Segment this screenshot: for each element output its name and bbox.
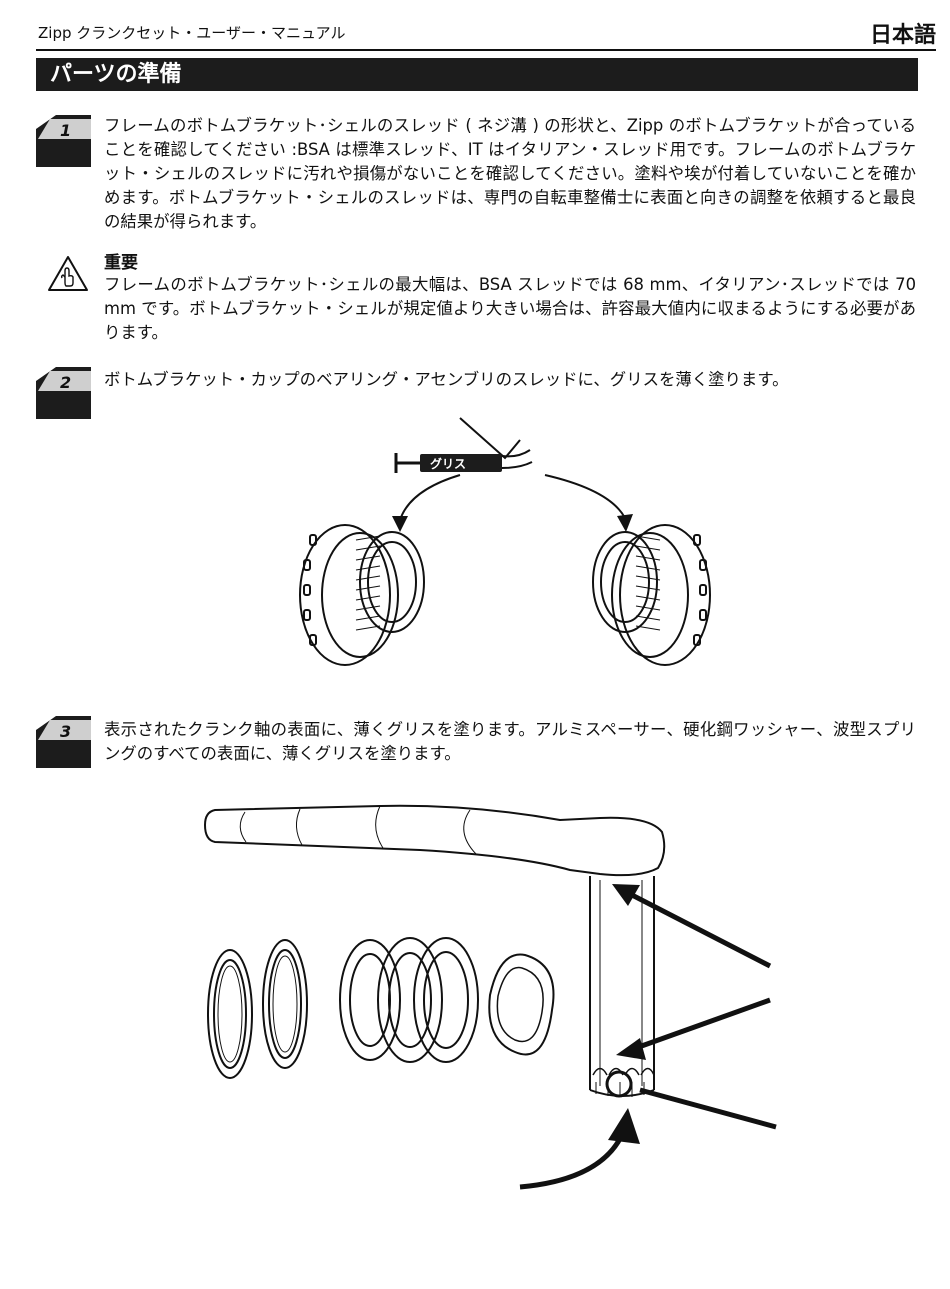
section-title: パーツの準備 bbox=[36, 58, 918, 91]
wave-spring-icon bbox=[488, 953, 555, 1056]
step-3-text: 表示されたクランク軸の表面に、薄くグリスを塗ります。アルミスペーサー、硬化鋼ワッ… bbox=[104, 720, 916, 763]
left-bearing-cup-icon bbox=[299, 524, 425, 666]
spindle-icon bbox=[589, 876, 655, 1098]
crank-arm-icon bbox=[203, 804, 666, 877]
step-1-number: 1 bbox=[60, 121, 71, 140]
header-divider bbox=[36, 49, 936, 51]
manual-title: Zipp クランクセット・ユーザー・マニュアル bbox=[38, 24, 346, 42]
steel-washer-icon bbox=[207, 949, 253, 1079]
language-label: 日本語 bbox=[869, 23, 936, 48]
grease-label: グリス bbox=[430, 456, 466, 471]
aluminum-spacer-icon bbox=[339, 937, 479, 1063]
grease-tube-icon: グリス bbox=[394, 449, 533, 473]
right-bearing-cup-icon bbox=[592, 524, 711, 666]
step-1-badge: 1 bbox=[36, 115, 91, 167]
step-1-text: フレームのボトムブラケット･シェルのスレッド ( ネジ溝 ) の形状と、Zipp… bbox=[104, 116, 916, 231]
hand-warning-icon bbox=[48, 256, 88, 291]
bearing-cups-figure: グリス bbox=[299, 417, 711, 666]
step-3-badge: 3 bbox=[36, 716, 91, 768]
step-2-number: 2 bbox=[60, 373, 71, 392]
step-2-badge: 2 bbox=[36, 367, 91, 419]
note-text: フレームのボトムブラケット･シェルの最大幅は、BSA スレッドでは 68 mm、… bbox=[104, 275, 916, 342]
step-3-number: 3 bbox=[60, 722, 71, 741]
step-2-text: ボトムブラケット・カップのベアリング・アセンブリのスレッドに、グリスを薄く塗りま… bbox=[104, 370, 789, 389]
steel-washer-icon-2 bbox=[262, 939, 308, 1069]
note-title: 重要 bbox=[104, 253, 138, 273]
crank-spindle-figure bbox=[203, 804, 777, 1190]
